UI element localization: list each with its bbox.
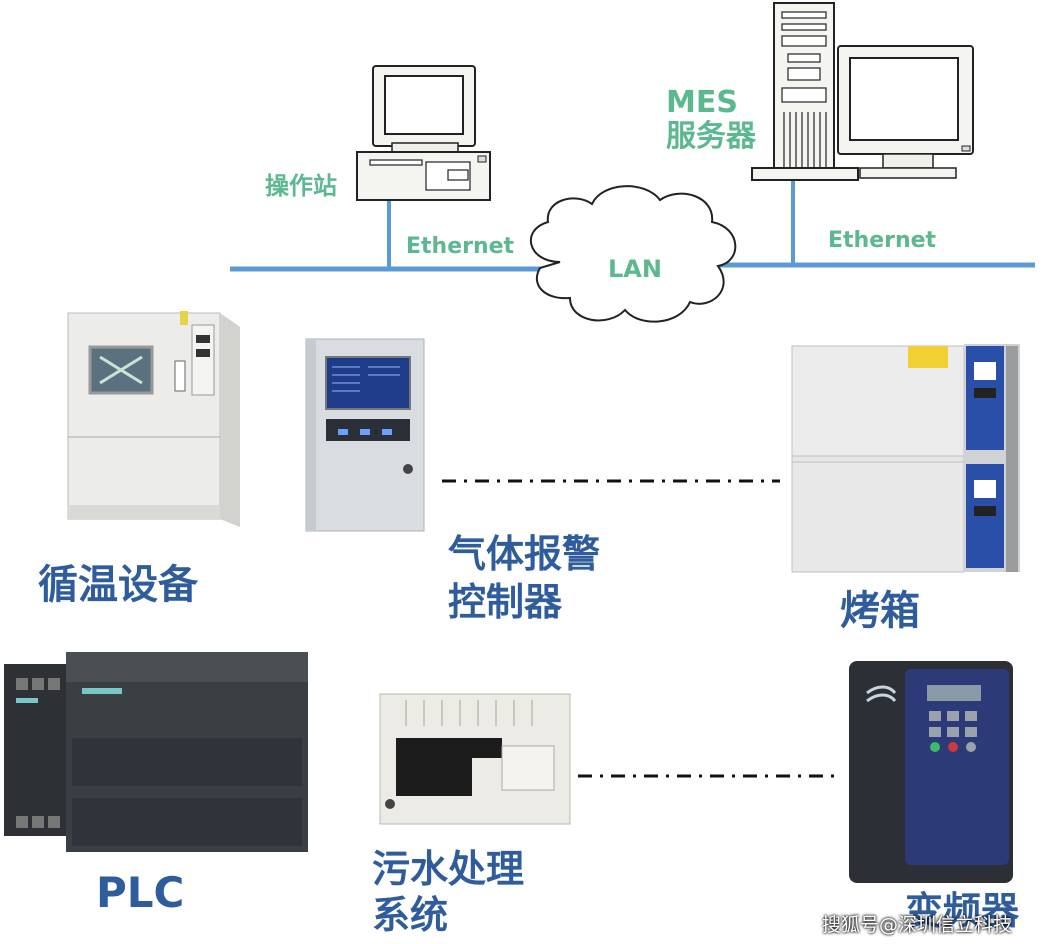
lan-label: LAN [608, 255, 662, 283]
plc-image [4, 652, 308, 852]
mes-server-label: MES 服务器 [666, 86, 756, 154]
wastewater-label-line1: 污水处理 [372, 847, 525, 891]
thermal-cycle-chamber-image [67, 311, 240, 527]
gas-alarm-label-line1: 气体报警 [448, 532, 601, 576]
operator-station-label: 操作站 [265, 172, 337, 200]
ethernet-left-label: Ethernet [406, 234, 515, 259]
server-tower-icon [751, 2, 859, 181]
gas-alarm-controller-image [305, 338, 425, 532]
operator-station-icon [356, 65, 491, 201]
thermal-cycle-label: 循温设备 [38, 562, 198, 608]
oven-label: 烤箱 [840, 588, 920, 634]
inverter-image [849, 661, 1013, 883]
server-monitor-icon [837, 45, 974, 179]
gas-alarm-label: 气体报警 控制器 [448, 530, 600, 626]
watermark-text: 搜狐号@深圳信立科技 [822, 914, 1013, 936]
plc-label: PLC [96, 868, 185, 917]
wastewater-label: 污水处理 系统 [372, 846, 524, 938]
inverter-label: 变频器 [905, 889, 1020, 933]
wastewater-plc-image [379, 693, 571, 825]
wastewater-label-line2: 系统 [372, 893, 449, 937]
gas-alarm-label-line2: 控制器 [448, 580, 563, 624]
mes-server-label-line1: MES [666, 85, 738, 120]
lan-cloud-icon [529, 185, 737, 323]
ethernet-right-label: Ethernet [828, 228, 937, 253]
mes-server-label-line2: 服务器 [666, 119, 756, 154]
oven-image [791, 344, 1020, 573]
